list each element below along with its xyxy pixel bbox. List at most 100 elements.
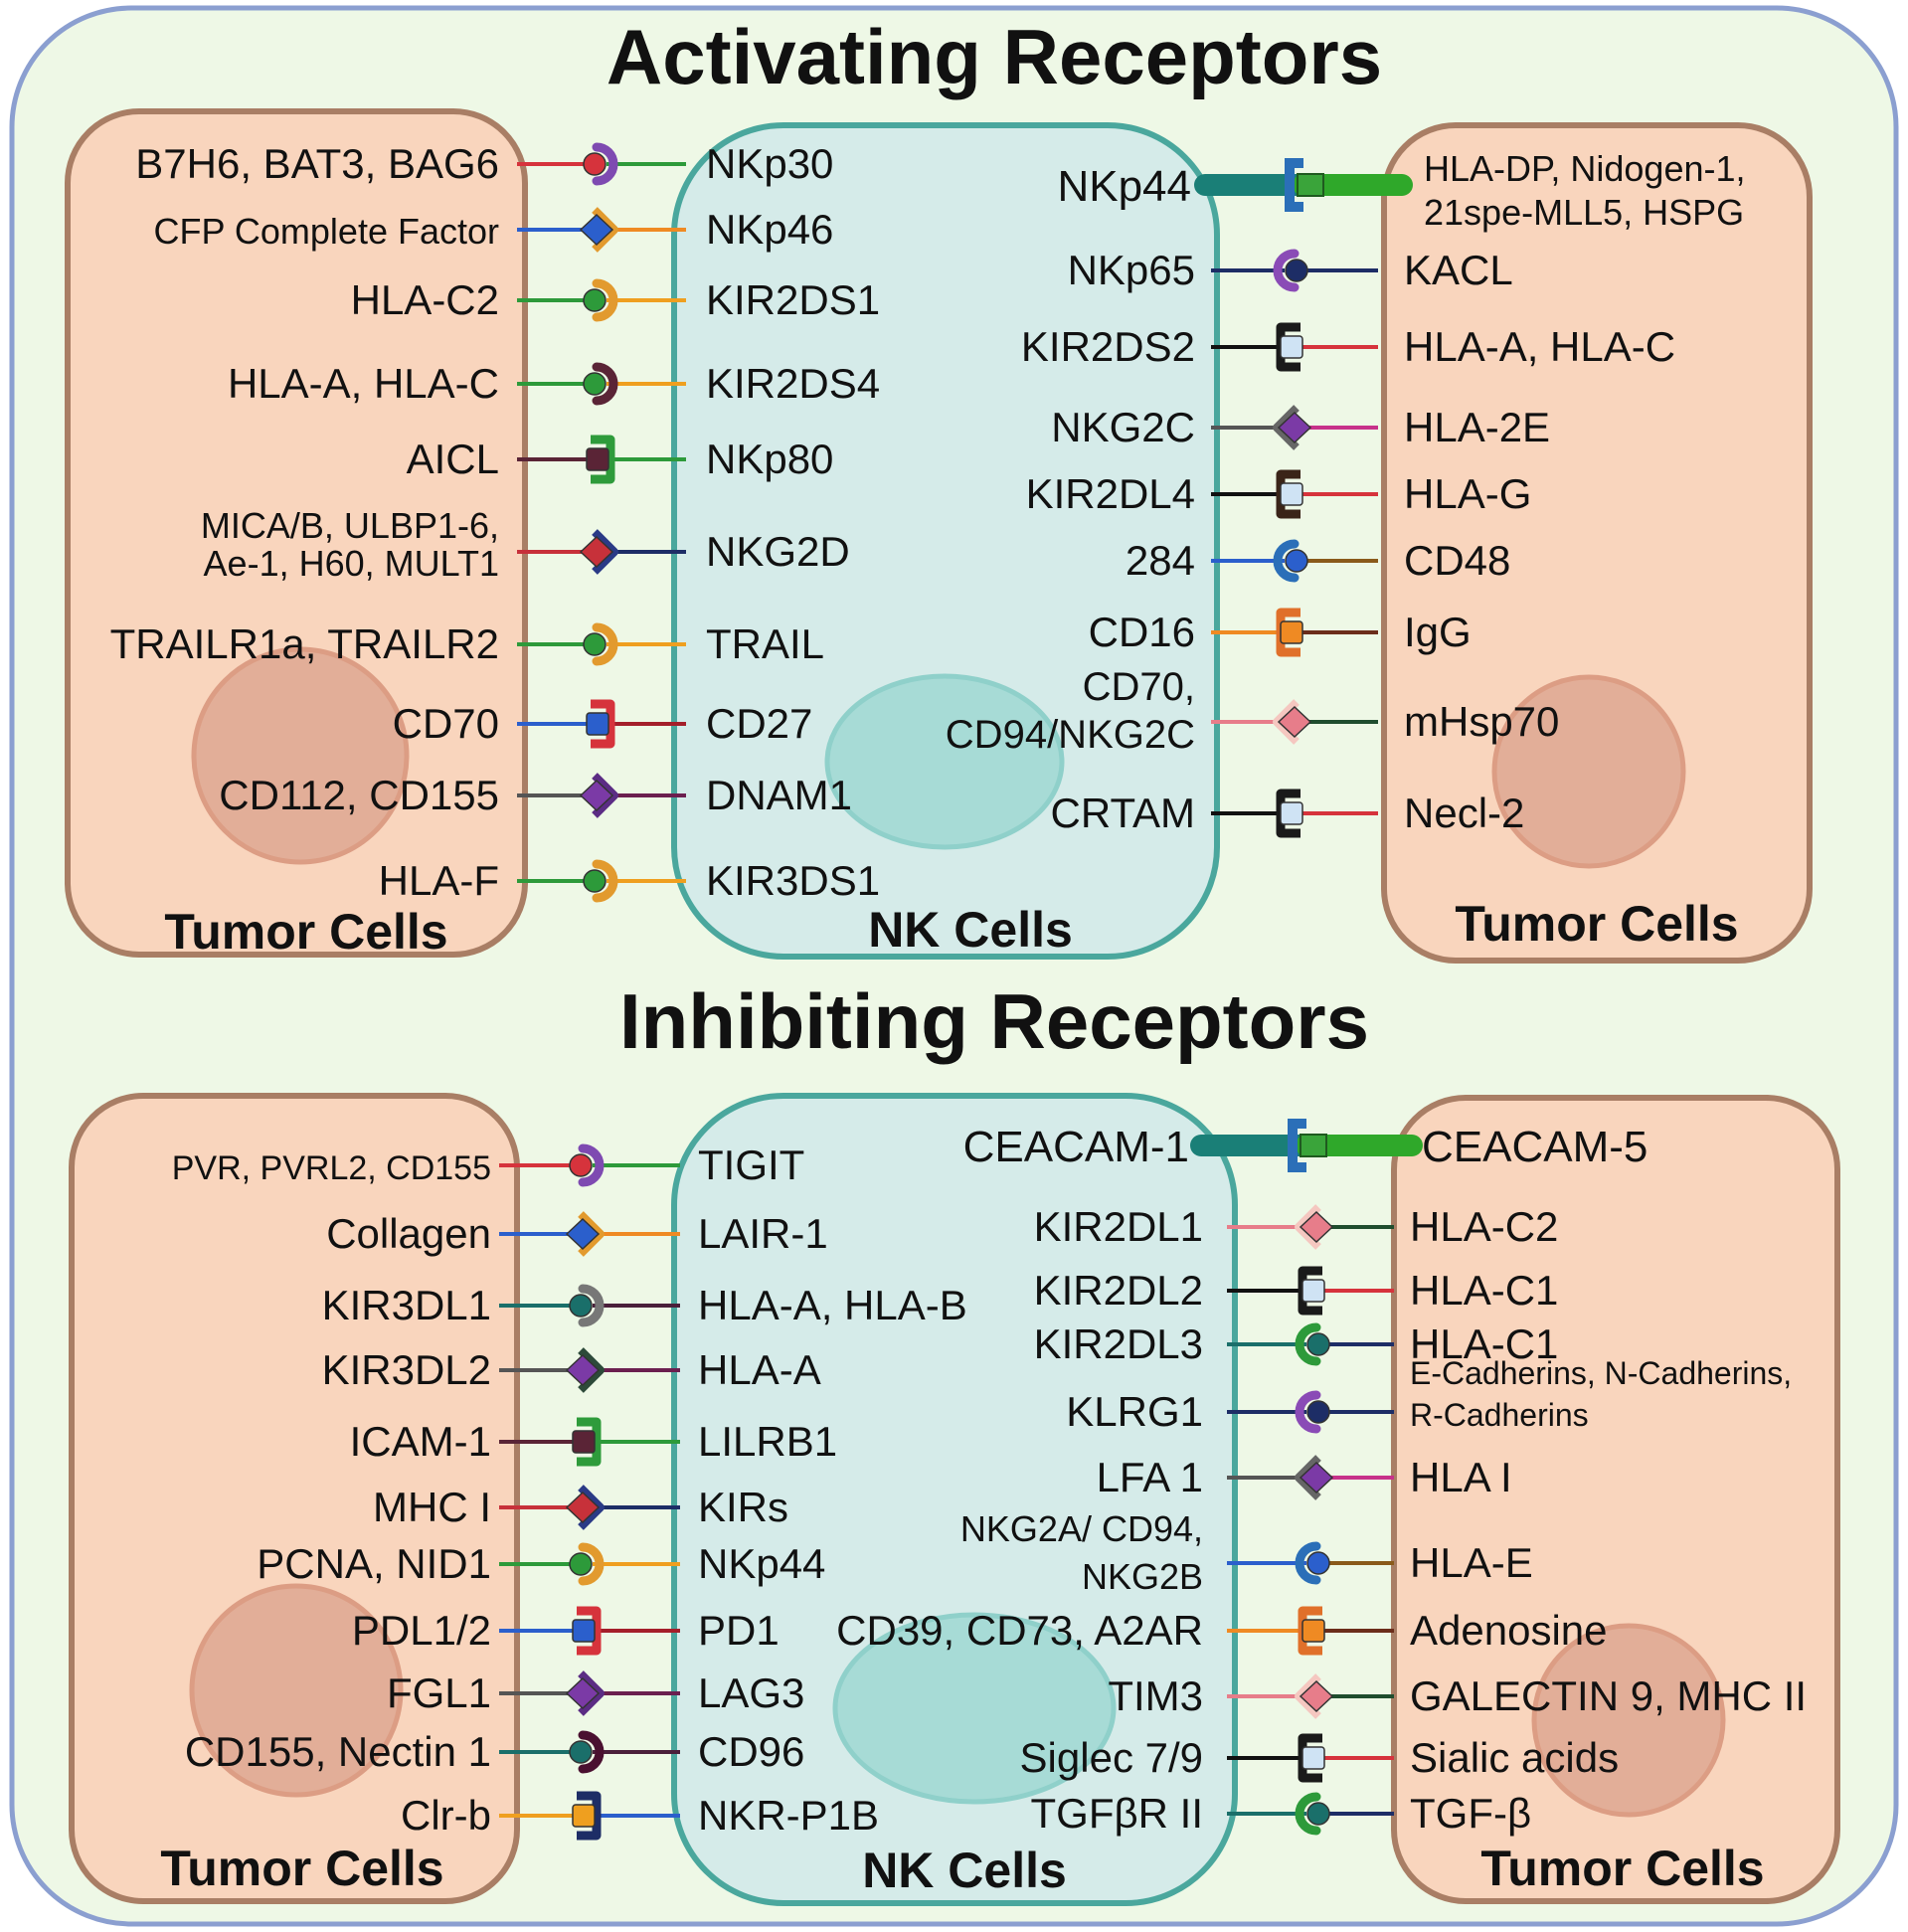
receptor-label: KIRs bbox=[698, 1484, 788, 1530]
receptor-label: CD94/NKG2C bbox=[946, 713, 1195, 757]
right-pair: TGFβR II TGF-β bbox=[1031, 1790, 1532, 1837]
receptor-label: NKG2B bbox=[1082, 1556, 1203, 1597]
ligand-square bbox=[1280, 620, 1303, 644]
ligand-label: CD112, CD155 bbox=[219, 772, 499, 818]
receptor-cup bbox=[1295, 1541, 1321, 1585]
receptor-label: NKp46 bbox=[706, 206, 833, 253]
right-pair: CD70,CD94/NKG2C mHsp70 bbox=[946, 665, 1560, 757]
right-pair: NKp65 KACL bbox=[1068, 247, 1513, 293]
ligand-label: 21spe-MLL5, HSPG bbox=[1424, 192, 1744, 233]
ligand-ball bbox=[583, 869, 607, 893]
ligand-label: CFP Complete Factor bbox=[154, 211, 499, 252]
receptor-cup bbox=[578, 1284, 605, 1327]
inhibiting-nk-cell bbox=[671, 1093, 1238, 1906]
ligand-square bbox=[1280, 335, 1303, 359]
receptor-label: HLA-A, HLA-B bbox=[698, 1282, 967, 1328]
ligand-diamond bbox=[1299, 1679, 1334, 1713]
receptor-cup bbox=[1273, 249, 1300, 292]
ligand-label: PCNA, NID1 bbox=[257, 1540, 491, 1587]
receptor-v bbox=[1273, 405, 1300, 450]
receptor-v bbox=[1273, 699, 1300, 745]
inhibiting-title: Inhibiting Receptors bbox=[619, 977, 1369, 1065]
ligand-label: TRAILR1a, TRAILR2 bbox=[110, 620, 499, 667]
ligand-ball bbox=[583, 632, 607, 656]
receptor-v bbox=[1295, 1455, 1321, 1500]
ligand-label: MHC I bbox=[373, 1484, 491, 1530]
ligand-ball bbox=[1285, 549, 1308, 573]
ligand-label: mHsp70 bbox=[1404, 698, 1559, 745]
inhibiting-left-tumor-cell bbox=[69, 1093, 520, 1904]
receptor-cup bbox=[578, 1730, 605, 1774]
ligand-square bbox=[572, 1804, 596, 1828]
receptor-label: NKp44 bbox=[1057, 162, 1191, 211]
tumor-cells-label: Tumor Cells bbox=[1480, 1841, 1764, 1896]
receptor-v bbox=[592, 207, 618, 253]
receptor-label: 284 bbox=[1126, 537, 1195, 584]
ligand-ball bbox=[1306, 1802, 1330, 1826]
ligand-ball bbox=[569, 1552, 593, 1576]
receptor-cup bbox=[1295, 1792, 1321, 1836]
receptor-label: KIR2DL2 bbox=[1034, 1267, 1203, 1314]
ligand-ball bbox=[569, 1153, 593, 1177]
ligand-label: KIR3DL1 bbox=[322, 1282, 491, 1328]
ligand-label: GALECTIN 9, MHC II bbox=[1410, 1672, 1807, 1719]
ligand-diamond bbox=[565, 1676, 601, 1710]
receptor-label: KIR2DS2 bbox=[1021, 323, 1195, 370]
receptor-v bbox=[578, 1347, 605, 1393]
ligand-ball bbox=[1285, 259, 1308, 282]
receptor-v bbox=[1295, 1204, 1321, 1250]
ligand-label: HLA-C2 bbox=[351, 276, 499, 323]
receptor-label: NKp30 bbox=[706, 140, 833, 187]
receptor-label: KIR2DS4 bbox=[706, 360, 880, 407]
receptor-v bbox=[592, 529, 618, 575]
ligand-ball bbox=[583, 372, 607, 396]
ligand-square bbox=[1301, 1619, 1325, 1643]
receptor-label: CD70, bbox=[1083, 665, 1195, 709]
receptor-label: NKp80 bbox=[706, 436, 833, 482]
nk-cells-label: NK Cells bbox=[862, 1843, 1067, 1898]
receptor-label: NKp65 bbox=[1068, 247, 1195, 293]
receptor-cup bbox=[592, 278, 618, 322]
ligand-label: KACL bbox=[1404, 247, 1513, 293]
activating-left-tumor-cell bbox=[65, 108, 528, 958]
ligand-label: CEACAM-5 bbox=[1422, 1123, 1648, 1171]
tumor-cells-label: Tumor Cells bbox=[160, 1841, 443, 1896]
receptor-label: CRTAM bbox=[1051, 790, 1195, 836]
ligand-label: FGL1 bbox=[387, 1669, 491, 1716]
ligand-diamond bbox=[1299, 1461, 1334, 1494]
ligand-label: MICA/B, ULBP1-6, bbox=[201, 505, 499, 546]
ligand-square bbox=[1301, 1746, 1325, 1770]
receptor-cup bbox=[592, 622, 618, 666]
ligand-diamond bbox=[1299, 1210, 1334, 1244]
ligand-label: HLA I bbox=[1410, 1454, 1512, 1500]
binding-bar: CEACAM-1 CEACAM-5 bbox=[963, 1119, 1648, 1172]
receptor-v bbox=[1295, 1673, 1321, 1719]
receptor-label: LAIR-1 bbox=[698, 1210, 828, 1257]
receptor-v bbox=[578, 1211, 605, 1257]
receptor-label: TRAIL bbox=[706, 620, 824, 667]
receptor-bracket bbox=[591, 435, 615, 484]
receptor-label: LFA 1 bbox=[1097, 1454, 1203, 1500]
activating-nk-cell bbox=[671, 122, 1220, 960]
ligand-label: Adenosine bbox=[1410, 1607, 1608, 1654]
receptor-label: CD96 bbox=[698, 1728, 804, 1775]
receptor-label: CEACAM-1 bbox=[963, 1123, 1189, 1171]
receptor-label: TGFβR II bbox=[1031, 1790, 1203, 1837]
ligand-label: TGF-β bbox=[1410, 1790, 1531, 1837]
ligand-label: KIR3DL2 bbox=[322, 1346, 491, 1393]
ligand-diamond bbox=[579, 535, 614, 569]
ligand-label: HLA-C1 bbox=[1410, 1320, 1558, 1367]
